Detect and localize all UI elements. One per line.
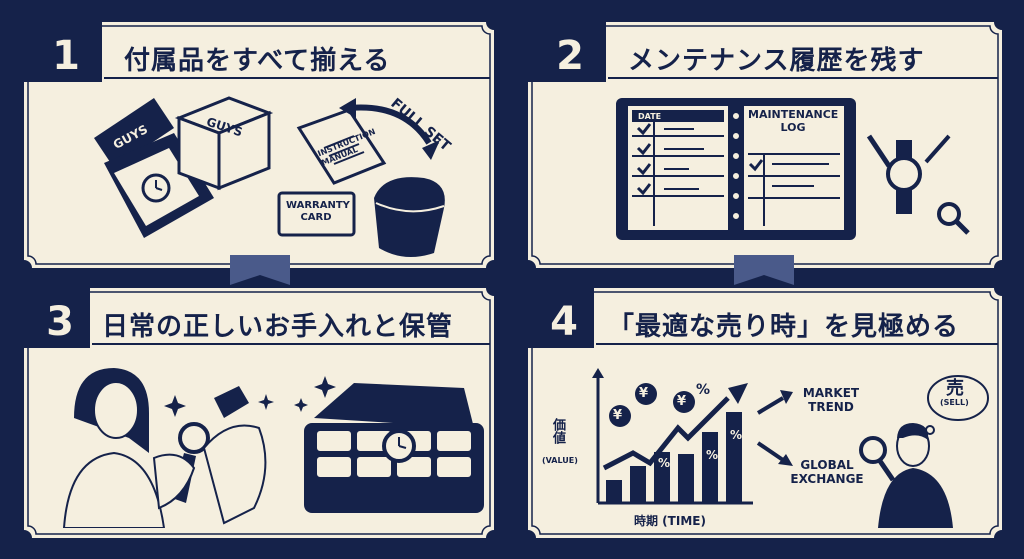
ribbon-connector — [734, 255, 794, 285]
global-exchange-label: GLOBAL EXCHANGE — [790, 458, 864, 486]
maintenance-log-illustration — [616, 98, 970, 240]
yen-label: ¥ — [613, 408, 623, 423]
accessories-illustration — [94, 96, 445, 257]
percent-label: % — [706, 448, 719, 462]
panel-2: 2 メンテナンス履歴を残す — [528, 22, 1002, 268]
panel-number: 3 — [46, 299, 74, 345]
panel-number: 4 — [550, 299, 578, 345]
panel-3: 3 日常の正しいお手入れと保管 — [24, 288, 494, 538]
panel-4: 4 「最適な売り時」を見極める ¥ ¥ ¥ % % % % 価値 (VALUE)… — [528, 288, 1002, 538]
panel-title: 付属品をすべて揃える — [124, 46, 391, 76]
y-axis-label: 価値 — [550, 418, 565, 444]
thinking-person-illustration — [859, 375, 989, 528]
percent-label: % — [696, 382, 711, 398]
panel-title: メンテナンス履歴を残す — [628, 46, 925, 76]
percent-label: % — [658, 456, 671, 470]
sell-label-en: (SELL) — [940, 398, 969, 407]
panel-number: 2 — [556, 33, 584, 79]
panel-title: 日常の正しいお手入れと保管 — [102, 312, 454, 342]
value-chart-illustration — [592, 368, 793, 505]
percent-label: % — [730, 428, 743, 442]
panel-1: 1 付属品をすべて揃える GUYS GUYS INSTRUCTION MANUA… — [24, 22, 494, 268]
yen-label: ¥ — [677, 394, 687, 409]
yen-label: ¥ — [639, 386, 649, 401]
market-trend-label: MARKET TREND — [802, 386, 860, 414]
warranty-label: WARRANTY CARD — [286, 200, 350, 223]
panel-number: 1 — [52, 33, 80, 79]
y-axis-label-en: (VALUE) — [542, 456, 578, 465]
log-title-label: MAINTENANCE LOG — [748, 108, 839, 134]
ribbon-connector — [230, 255, 290, 285]
panel-title: 「最適な売り時」を見極める — [608, 312, 960, 342]
panel-frame — [528, 288, 1002, 538]
date-label: DATE — [638, 112, 662, 121]
care-illustration — [62, 368, 484, 528]
x-axis-label: 時期 (TIME) — [634, 514, 706, 528]
sell-label: 売 — [946, 378, 964, 399]
